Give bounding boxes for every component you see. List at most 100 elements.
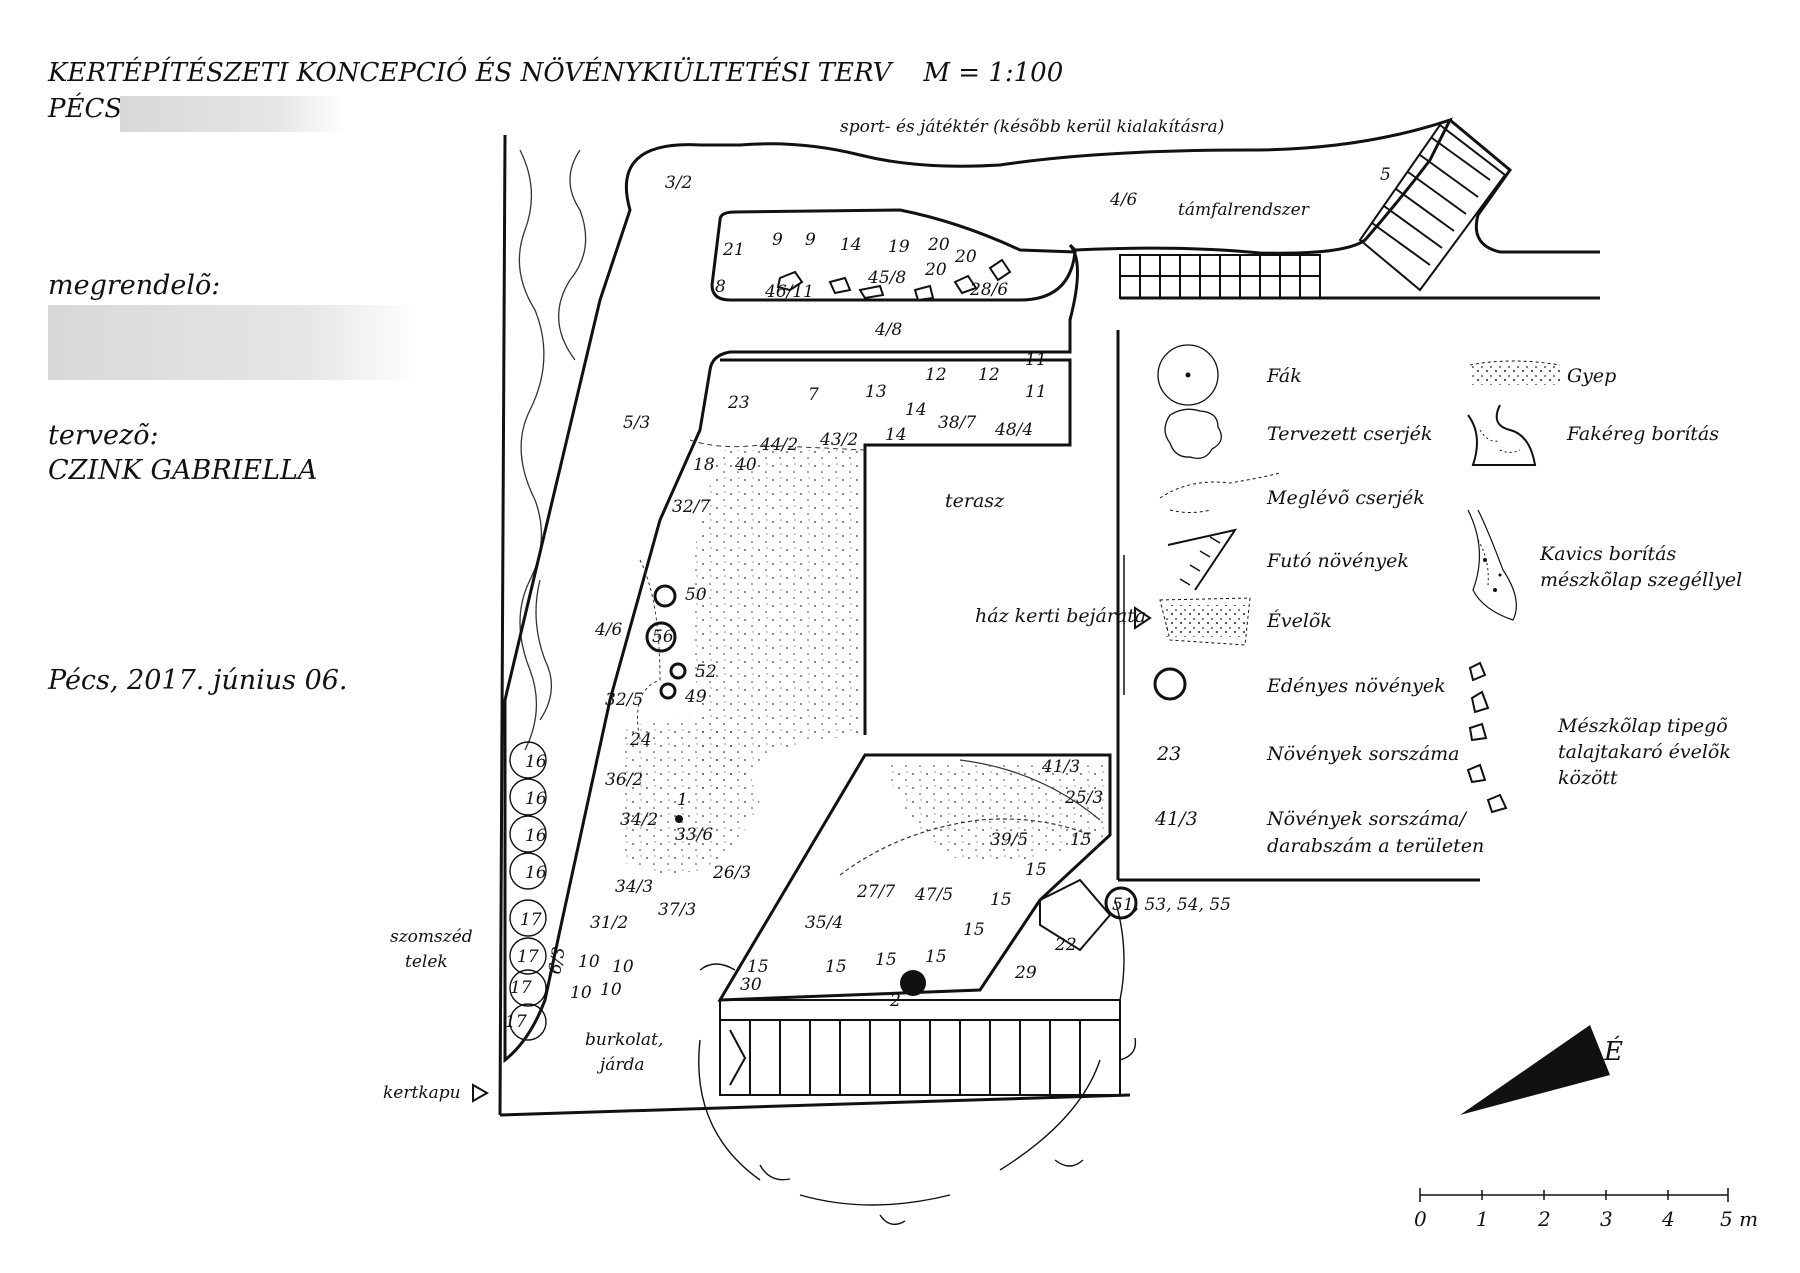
scale-tick-label: 5 m bbox=[1720, 1207, 1758, 1231]
plant-label: 25/3 bbox=[1064, 788, 1103, 808]
legend-label: Növények sorszáma/ bbox=[1266, 808, 1468, 830]
plant-label: 39/5 bbox=[990, 830, 1028, 850]
plant-label: 41/3 bbox=[1041, 757, 1080, 777]
plant-label: 15 bbox=[1070, 830, 1092, 850]
legend-right-labels: Gyep Fakéreg borítás Kavics borítás mész… bbox=[1539, 365, 1742, 789]
plant-label: 9 bbox=[805, 230, 816, 250]
container-plants bbox=[645, 584, 1138, 920]
plant-label: 2 bbox=[889, 991, 901, 1011]
perennial-icon bbox=[1159, 597, 1251, 646]
plant-label: 4/6 bbox=[594, 620, 623, 640]
plant-label: 4/6 bbox=[1109, 190, 1138, 210]
plant-label: 48/4 bbox=[994, 420, 1033, 440]
legend-right bbox=[1467, 360, 1561, 621]
climber-icon bbox=[1167, 528, 1238, 591]
plant-label: 50 bbox=[685, 585, 707, 605]
plant-label: 29 bbox=[1014, 963, 1037, 983]
plant-labels: 3/2 4/6 5 21 9 9 14 19 20 20 20 8 46/11 … bbox=[505, 165, 1391, 1032]
plant-label: 20 bbox=[954, 247, 977, 267]
plant-label: 13 bbox=[865, 382, 887, 402]
designer-label: tervezõ: bbox=[48, 420, 159, 451]
plant-label: 35/4 bbox=[805, 913, 843, 933]
plant-label: 18 bbox=[693, 455, 715, 475]
legend-label: között bbox=[1558, 767, 1618, 789]
plant-label: 1 bbox=[677, 790, 688, 810]
plant-label: 10 bbox=[578, 952, 600, 972]
plant-label: 11 bbox=[1025, 350, 1047, 370]
plant-label: 5/3 bbox=[623, 413, 650, 433]
plant-label: 51, 53, 54, 55 bbox=[1112, 895, 1231, 915]
plant-label: 20 bbox=[927, 235, 950, 255]
plant-label: 15 bbox=[925, 947, 947, 967]
lawn-icon bbox=[1470, 365, 1560, 385]
existing-vegetation bbox=[518, 149, 587, 751]
north-arrow bbox=[1460, 1025, 1610, 1115]
plant-label: 15 bbox=[825, 957, 847, 977]
plant-label: 10 bbox=[570, 983, 592, 1003]
plant-label: 24 bbox=[629, 730, 652, 750]
plant-label: 16 bbox=[525, 752, 547, 772]
lawn-area bbox=[690, 450, 862, 800]
plant-label: 12 bbox=[978, 365, 1000, 385]
plant-label: 19 bbox=[888, 237, 910, 257]
legend-label: mészkõlap szegéllyel bbox=[1540, 569, 1742, 591]
garden-gate-label: kertkapu bbox=[383, 1083, 461, 1103]
plant-label: 45/8 bbox=[867, 268, 906, 288]
plant-label: 16 bbox=[525, 863, 547, 883]
stepping-stone-icon bbox=[1466, 661, 1508, 814]
plant-label: 56 bbox=[652, 627, 674, 647]
bark-mulch-icon bbox=[1467, 404, 1537, 466]
shrub-row-neighbour bbox=[509, 741, 547, 1041]
plan-date: Pécs, 2017. június 06. bbox=[48, 665, 348, 696]
scale-tick-label: 3 bbox=[1600, 1207, 1613, 1231]
gravel-icon bbox=[1467, 509, 1517, 621]
large-tree-crown bbox=[698, 899, 1137, 1226]
entrance-marker bbox=[1134, 606, 1152, 630]
terrace-label: terasz bbox=[945, 490, 1005, 512]
paving-stripes bbox=[719, 999, 1121, 1096]
plant-label: 15 bbox=[963, 920, 985, 940]
redacted-address bbox=[120, 96, 346, 132]
plant-label: 32/5 bbox=[605, 690, 643, 710]
scale-label: M = 1:100 bbox=[923, 58, 1064, 88]
plant-label: 16 bbox=[525, 826, 547, 846]
planned-shrub-icon bbox=[1164, 408, 1223, 460]
scale-labels: 0 1 2 3 4 5 m bbox=[1414, 1207, 1758, 1231]
plant-label: 52 bbox=[695, 662, 717, 682]
legend-left-labels: Fák Tervezett cserjék Meglévõ cserjék Fu… bbox=[1154, 365, 1484, 857]
retaining-wall-steps bbox=[1119, 123, 1507, 299]
plant-label: 17 bbox=[505, 1012, 527, 1032]
client-label: megrendelõ: bbox=[48, 270, 221, 301]
bed-22 bbox=[1039, 878, 1112, 952]
scale-tick-label: 4 bbox=[1661, 1207, 1675, 1231]
paving-label: burkolat, bbox=[585, 1030, 663, 1050]
legend-label: Kavics borítás bbox=[1539, 543, 1676, 565]
legend-left bbox=[1153, 344, 1281, 701]
existing-shrub-icon bbox=[1159, 472, 1281, 499]
plan-title: KERTÉPÍTÉSZETI KONCEPCIÓ ÉS NÖVÉNYKIÜLTE… bbox=[48, 58, 1064, 88]
plant-number-count-icon: 41/3 bbox=[1154, 808, 1198, 830]
plant-label: 14 bbox=[905, 400, 927, 420]
plant-label: 49 bbox=[684, 687, 707, 707]
plant-label: 14 bbox=[885, 425, 907, 445]
plant-label: 21 bbox=[722, 240, 745, 260]
scale-bar bbox=[1419, 1188, 1729, 1202]
plant-label: 22 bbox=[1054, 935, 1077, 955]
plant-label: 11 bbox=[1025, 382, 1047, 402]
paving-label: járda bbox=[596, 1055, 645, 1075]
legend-label: Mészkõlap tipegõ bbox=[1557, 715, 1728, 737]
tree-2-dot bbox=[900, 970, 926, 996]
container-plant-icon bbox=[1153, 667, 1187, 701]
plant-label: 17 bbox=[520, 910, 542, 930]
city-label: PÉCS, bbox=[48, 94, 130, 124]
plant-label: 14 bbox=[840, 235, 862, 255]
plant-label: 28/6 bbox=[969, 280, 1008, 300]
plant-label: 3/2 bbox=[665, 173, 692, 193]
legend-label: Futó növények bbox=[1266, 550, 1409, 572]
scale-tick-label: 2 bbox=[1537, 1207, 1551, 1231]
plant-label: 15 bbox=[747, 957, 769, 977]
legend-label: Évelõk bbox=[1266, 609, 1332, 632]
tree-icon bbox=[1157, 344, 1219, 406]
plant-label: 15 bbox=[1025, 860, 1047, 880]
